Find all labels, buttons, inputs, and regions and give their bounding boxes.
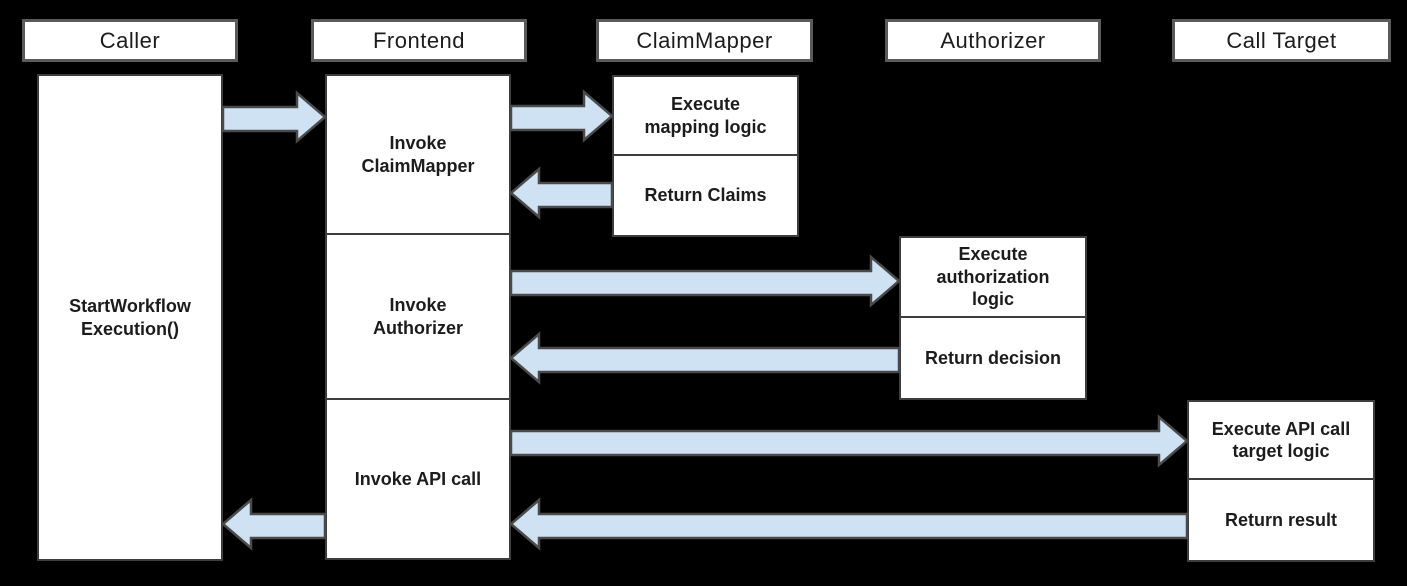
step-label: Return result [1224,509,1338,530]
arrow-authorizer-to-frontend [509,331,901,385]
step-box-invoke-claimmapper: Invoke ClaimMapper [325,74,511,235]
arrow-caller-to-frontend [221,90,327,144]
step-box-return-claims: Return Claims [612,154,799,237]
step-box-execute-mapping-logic: Execute mapping logic [612,75,799,156]
step-box-execute-authorization-logic: Execute authorization logic [899,236,1087,318]
lifeline-header-caller: Caller [22,19,238,62]
step-label: Invoke ClaimMapper [361,133,475,176]
step-box-invoke-api-call: Invoke API call [325,398,511,560]
step-label: StartWorkflow Execution() [69,296,191,339]
step-label: Execute authorization logic [936,244,1050,310]
step-label: Return Claims [644,185,767,206]
arrow-frontend-to-authorizer [509,254,901,308]
arrow-claimmapper-to-frontend [509,166,614,220]
lifeline-header-authorizer: Authorizer [885,19,1101,62]
step-label: Invoke Authorizer [373,295,463,338]
step-box-return-decision: Return decision [899,316,1087,400]
lifeline-title-caller: Caller [99,27,161,53]
step-box-execute-api-call-target-logic: Execute API call target logic [1187,400,1375,480]
arrow-frontend-to-calltarget [509,414,1189,468]
lifeline-header-frontend: Frontend [311,19,527,62]
lifeline-header-calltarget: Call Target [1172,19,1391,62]
arrow-calltarget-to-frontend [509,497,1189,551]
step-box-startworkflowexecution: StartWorkflow Execution() [37,74,223,561]
step-box-invoke-authorizer: Invoke Authorizer [325,233,511,400]
step-label: Return decision [924,347,1062,368]
step-label: Invoke API call [354,468,482,489]
lifeline-title-frontend: Frontend [372,27,466,53]
step-box-return-result: Return result [1187,478,1375,562]
step-label: Execute mapping logic [644,94,767,137]
step-label: Execute API call target logic [1211,418,1351,462]
lifeline-title-claimmapper: ClaimMapper [636,27,773,53]
arrow-frontend-to-caller [221,497,327,551]
lifeline-title-calltarget: Call Target [1226,27,1337,53]
arrow-frontend-to-claimmapper [509,89,614,143]
lifeline-title-authorizer: Authorizer [940,27,1046,53]
lifeline-header-claimmapper: ClaimMapper [596,19,813,62]
